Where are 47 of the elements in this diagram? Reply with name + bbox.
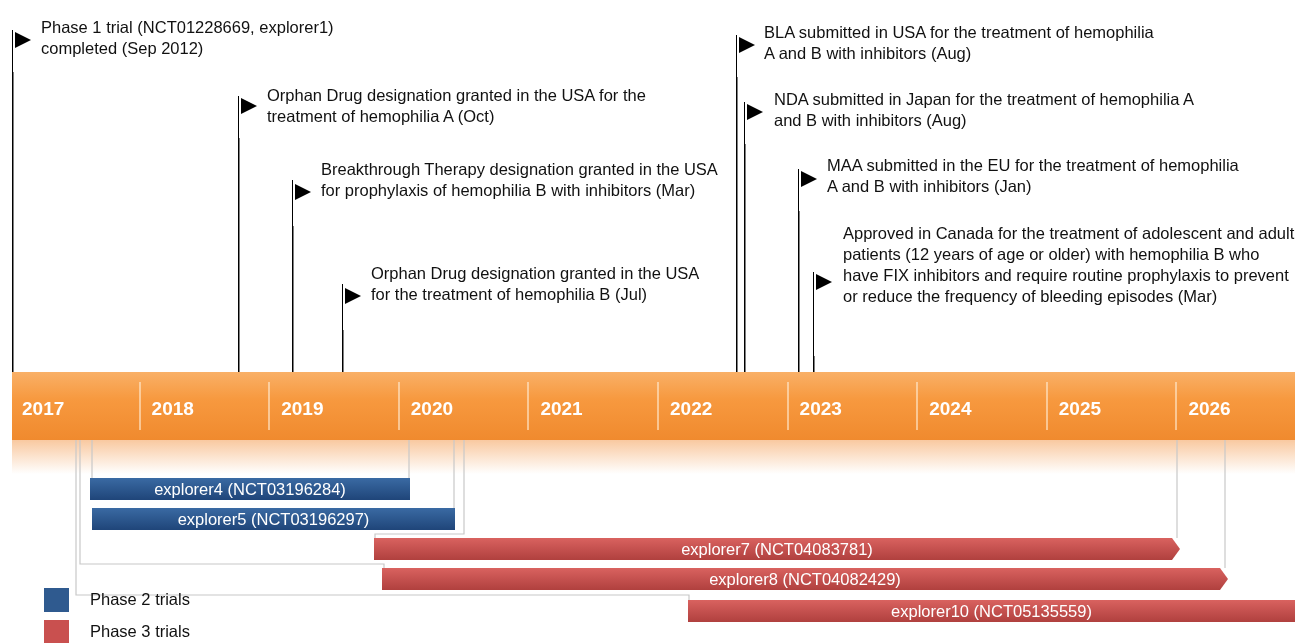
- legend-label: Phase 2 trials: [90, 590, 190, 609]
- year-label: 2022: [670, 398, 713, 420]
- trial-label: explorer7 (NCT04083781): [681, 540, 873, 558]
- year-label: 2020: [410, 398, 454, 420]
- leader-line: [91, 439, 93, 479]
- leader-line: [342, 329, 344, 373]
- milestone-text: Phase 1 trial (NCT01228669, explorer1) completed (Sep 2012): [41, 17, 335, 59]
- trial-label: explorer10 (NCT05135559): [891, 602, 1092, 620]
- year-label: 2021: [540, 398, 583, 420]
- milestone-text: Breakthrough Therapy designation granted in the USA for prophylaxis of hemophilia B with inhibitors (Mar): [321, 159, 719, 201]
- leader-line: [1176, 439, 1178, 539]
- trial-label: explorer5 (NCT03196297): [177, 510, 370, 528]
- milestone-text: BLA submitted in USA for the treatment of hemophilia A and B with inhibitors (Aug): [764, 22, 1155, 64]
- leader-line: [1224, 439, 1226, 569]
- year-label: 2024: [929, 398, 972, 420]
- leader-line: [798, 210, 800, 373]
- year-label: 2025: [1058, 398, 1102, 420]
- leader-line: [736, 76, 738, 373]
- year-label: 2018: [151, 398, 194, 420]
- leader-line: [408, 439, 410, 479]
- trial-arrow-bar: [382, 568, 1228, 590]
- trial-label: explorer8 (NCT04082429): [709, 570, 901, 588]
- timeline-bar: [12, 372, 1295, 440]
- year-label: 2023: [799, 398, 842, 420]
- trial-bar: [92, 508, 455, 530]
- milestone-text: Orphan Drug designation granted in the USA for the treatment of hemophilia B (Jul): [371, 263, 700, 305]
- leader-line: [744, 143, 746, 373]
- leader-line: [292, 225, 294, 373]
- leader-line: [75, 439, 690, 601]
- milestone-text: Orphan Drug designation granted in the USA for the treatment of hemophilia A (Oct): [267, 85, 647, 127]
- milestone-text: Approved in Canada for the treatment of adolescent and adult patients (12 years of age or older) with hemophilia B who have FIX inhibitors and require routine prophylaxis to prevent or reduce the frequency of bleeding episodes (Mar): [843, 223, 1295, 307]
- milestone-text: MAA submitted in the EU for the treatment of hemophilia A and B with inhibitors (Jan): [827, 155, 1240, 197]
- leader-line: [79, 439, 385, 569]
- leader-line: [453, 439, 455, 509]
- trial-bar: [90, 478, 410, 500]
- year-label: 2026: [1188, 398, 1231, 420]
- leader-line: [374, 439, 465, 539]
- leader-line: [12, 71, 14, 373]
- milestone-text: NDA submitted in Japan for the treatment of hemophilia A and B with inhibitors (Aug): [774, 89, 1194, 131]
- year-label: 2019: [281, 398, 324, 420]
- leader-line: [238, 137, 240, 373]
- year-label: 2017: [22, 398, 65, 420]
- legend-label: Phase 3 trials: [90, 622, 190, 641]
- trial-label: explorer4 (NCT03196284): [154, 480, 346, 498]
- trial-arrow-bar: [688, 600, 1295, 622]
- leader-line: [813, 355, 815, 373]
- trial-arrow-bar: [374, 538, 1180, 560]
